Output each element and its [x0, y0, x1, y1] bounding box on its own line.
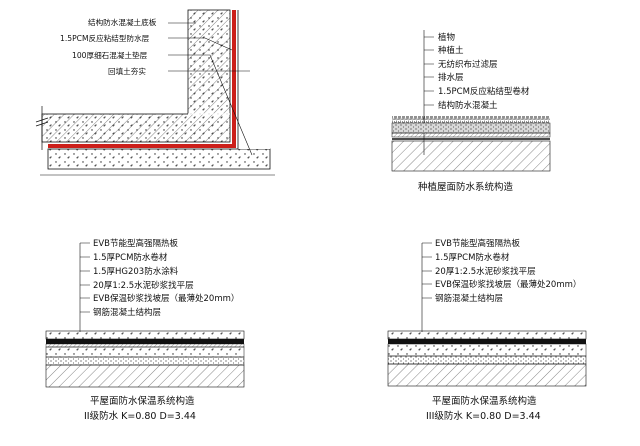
- label-filter-layer: 无纺织布过滤层: [438, 59, 498, 70]
- rc-layer-iii: [387, 363, 587, 387]
- label-hg203-coating: 1.5厚HG203防水涂料: [93, 266, 179, 277]
- label-evb-board: EVB节能型高强隔热板: [93, 238, 179, 249]
- label-structure-slab: 结构防水混凝土底板: [88, 17, 157, 27]
- flat-roof-ii-detail: EVB节能型高强隔热板 1.5厚PCM防水卷材 1.5厚HG203防水涂料 20…: [45, 238, 245, 422]
- floor-slab-aggregate: [42, 114, 230, 142]
- label-evb-board-iii: EVB节能型高强隔热板: [435, 238, 521, 249]
- label-drainage: 排水层: [438, 72, 464, 83]
- evb-board-layer: [45, 330, 245, 340]
- slope-layer: [45, 356, 245, 366]
- caption-grade-iii: III级防水 K=0.80 D=3.44: [426, 410, 541, 422]
- label-pcm-sheet: 1.5PCM反应粘结型卷材: [438, 86, 530, 97]
- leveling-layer-iii: [387, 343, 587, 357]
- slope-layer-iii: [387, 355, 587, 365]
- caption-flat-roof-ii: 平屋面防水保温系统构造: [90, 395, 195, 407]
- label-pcm-layer: 1.5PCM反应粘结型防水层: [60, 33, 150, 43]
- label-planting-soil: 种植土: [438, 45, 464, 56]
- label-rc-layer: 钢筋混凝土结构层: [93, 307, 161, 318]
- basement-detail: 结构防水混凝土底板 1.5PCM反应粘结型防水层 100厚细石混凝土垫层 回填土…: [35, 9, 275, 176]
- label-cushion: 100厚细石混凝土垫层: [72, 50, 148, 60]
- evb-board-layer-iii: [387, 330, 587, 340]
- drain-layer: [391, 132, 551, 138]
- pcm-roll-layer-iii: [388, 339, 586, 344]
- label-slope-layer-iii: EVB保温砂浆找坡层（最薄处20mm）: [435, 279, 581, 290]
- label-slope-layer: EVB保温砂浆找坡层（最薄处20mm）: [93, 293, 239, 304]
- caption-planting-roof: 种植屋面防水系统构造: [418, 181, 514, 193]
- leader-lines: [168, 22, 253, 156]
- label-leveling: 20厚1:2.5水泥砂浆找平层: [93, 280, 194, 291]
- cushion-layer: [47, 148, 271, 170]
- pcm-membrane: [48, 10, 236, 148]
- label-plants: 植物: [438, 32, 456, 43]
- caption-flat-roof-iii: 平屋面防水保温系统构造: [432, 395, 537, 407]
- leveling-layer: [45, 346, 245, 358]
- pcm-roll-layer: [46, 339, 244, 344]
- caption-grade-ii: II级防水 K=0.80 D=3.44: [84, 410, 196, 422]
- label-leveling-iii: 20厚1:2.5水泥砂浆找平层: [435, 266, 536, 277]
- break-line-left: [35, 106, 49, 150]
- label-backfill: 回填土夯实: [108, 66, 146, 76]
- wall-aggregate: [188, 10, 230, 114]
- planting-roof-detail: 植物 种植土 无纺织布过滤层 排水层 1.5PCM反应粘结型卷材 结构防水混凝土…: [391, 30, 551, 193]
- coating-layer: [45, 343, 245, 348]
- label-rc-layer-iii: 钢筋混凝土结构层: [435, 293, 503, 304]
- label-pcm-roll: 1.5厚PCM防水卷材: [93, 252, 168, 263]
- rc-layer: [45, 364, 245, 388]
- label-pcm-roll-iii: 1.5厚PCM防水卷材: [435, 252, 510, 263]
- plant-layer: [392, 116, 550, 123]
- label-structure-concrete: 结构防水混凝土: [438, 100, 498, 111]
- flat-roof-iii-detail: EVB节能型高强隔热板 1.5厚PCM防水卷材 20厚1:2.5水泥砂浆找平层 …: [387, 238, 587, 422]
- structure-slab: [391, 140, 551, 172]
